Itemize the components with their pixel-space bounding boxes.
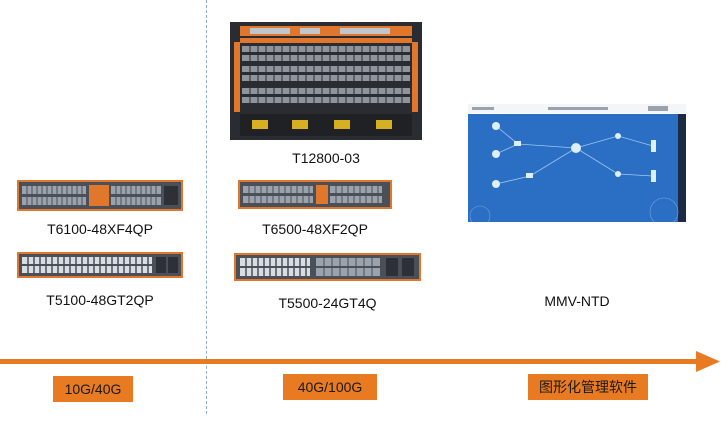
t5500-switch-image	[234, 253, 421, 281]
t5100-label: T5100-48GT2QP	[46, 292, 154, 308]
t12800-chassis-image	[230, 22, 422, 140]
column-divider	[206, 0, 207, 414]
timeline-stage-10g-40g: 10G/40G	[53, 376, 133, 402]
t6500-label: T6500-48XF2QP	[262, 221, 368, 237]
t5500-label: T5500-24GT4Q	[278, 295, 377, 311]
t5100-switch-image	[17, 252, 183, 278]
mmv-ntd-label: MMV-NTD	[544, 293, 610, 309]
timeline-stage-software: 图形化管理软件	[528, 374, 648, 400]
t12800-label: T12800-03	[292, 150, 360, 166]
timeline-stage-40g-100g: 40G/100G	[283, 374, 377, 400]
mmv-ntd-software-screenshot	[468, 104, 686, 227]
timeline-arrow	[0, 351, 720, 372]
t6100-label: T6100-48XF4QP	[47, 221, 153, 237]
t6100-switch-image	[17, 180, 183, 211]
t6500-switch-image	[238, 180, 392, 209]
